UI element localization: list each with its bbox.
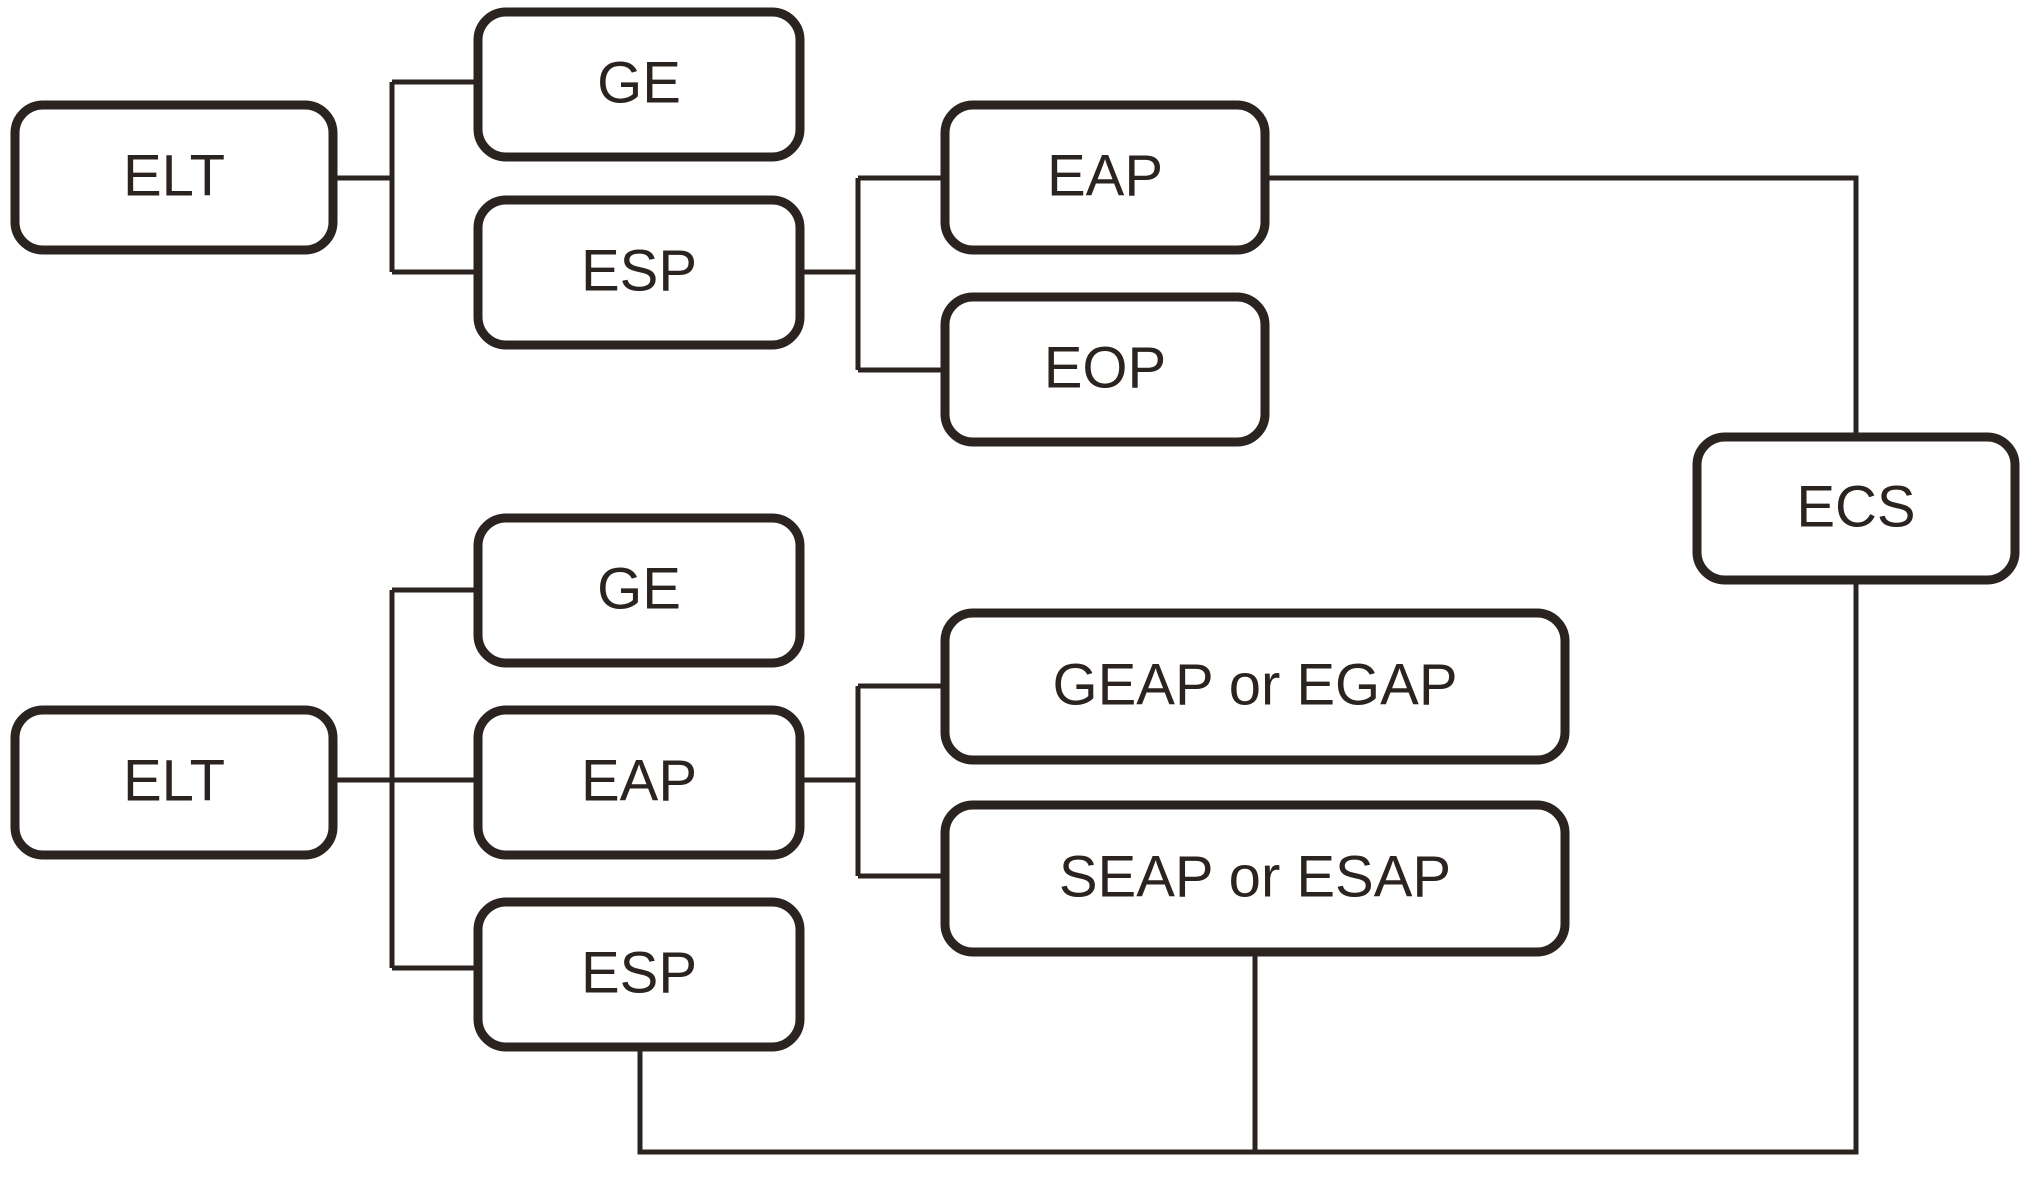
node-ecs[interactable]: ECS [1692,432,2020,585]
node-elt-bottom-shape [10,705,338,860]
node-ge-bottom-shape [473,513,805,668]
node-eap-bottom-shape [473,705,805,860]
node-ge-bottom-label: GE [597,556,681,621]
node-geap-or-egap[interactable]: GEAP or EGAP [940,608,1570,765]
node-seap-or-esap-shape [940,800,1570,957]
node-elt-top-shape [10,100,338,255]
node-eap-top-label: EAP [1047,143,1163,208]
node-eap-bottom[interactable]: EAP [473,705,805,860]
node-seap-or-esap-label: SEAP or ESAP [1059,844,1451,909]
node-elt-top[interactable]: ELT [10,100,338,255]
node-eap-top-shape [940,100,1270,255]
connector-elt-bot-to-ge-eap-esp [333,587,478,971]
node-seap-or-esap[interactable]: SEAP or ESAP [940,800,1570,957]
node-eop-top-label: EOP [1044,335,1167,400]
node-ge-top-label: GE [597,50,681,115]
node-ge-top-shape [473,7,805,162]
node-esp-top-shape [473,195,805,350]
node-ge-bottom[interactable]: GE [473,513,805,668]
connector-esp-bot-to-ecs-via-bus [637,580,1859,1155]
node-ecs-label: ECS [1796,474,1915,539]
node-elt-top-label: ELT [123,143,225,208]
node-esp-bottom[interactable]: ESP [473,897,805,1052]
node-elt-bottom[interactable]: ELT [10,705,338,860]
node-geap-or-egap-shape [940,608,1570,765]
node-eap-bottom-label: EAP [581,748,697,813]
connector-layer [333,79,1859,1155]
connector-eap-bot-to-geap-seap [800,683,945,879]
node-esp-top-label: ESP [581,238,697,303]
node-elt-bottom-label: ELT [123,748,225,813]
node-esp-bottom-shape [473,897,805,1052]
node-eap-top[interactable]: EAP [940,100,1270,255]
connector-esp-top-to-eap-eop [800,175,945,373]
node-ecs-shape [1692,432,2020,585]
node-geap-or-egap-label: GEAP or EGAP [1052,652,1457,717]
connector-elt-top-to-ge-esp [333,79,478,275]
node-eop-top[interactable]: EOP [940,292,1270,447]
node-eop-top-shape [940,292,1270,447]
node-esp-top[interactable]: ESP [473,195,805,350]
connector-eap-top-to-ecs [1265,175,1859,437]
node-ge-top[interactable]: GE [473,7,805,162]
node-esp-bottom-label: ESP [581,940,697,1005]
